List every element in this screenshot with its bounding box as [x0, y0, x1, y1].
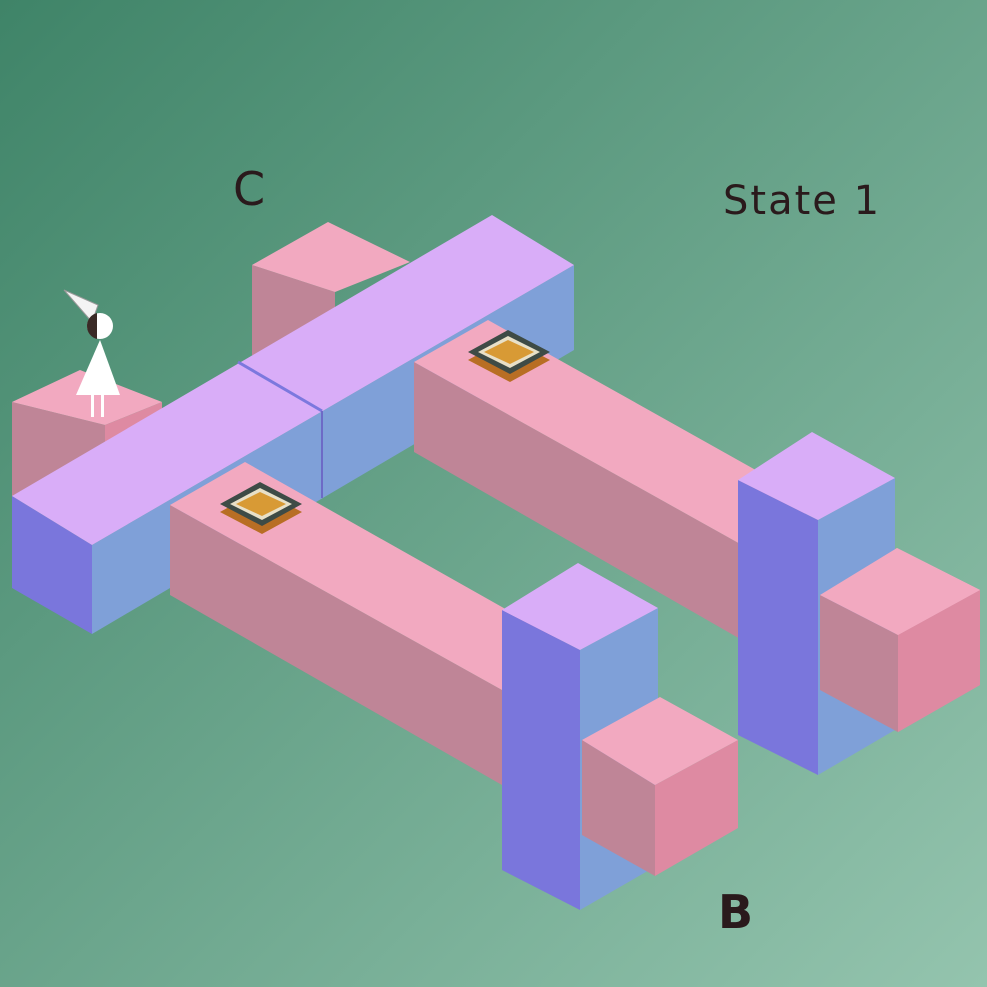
point-b-label: B — [718, 885, 754, 939]
pressure-switch-lower[interactable] — [220, 482, 302, 534]
princess-character[interactable] — [63, 289, 120, 417]
right-pink-cube-front[interactable] — [820, 548, 980, 732]
front-pink-cube[interactable] — [582, 697, 738, 876]
state-label: State 1 — [723, 178, 882, 224]
pressure-switch-upper[interactable] — [468, 330, 550, 382]
point-c-label: C — [233, 162, 266, 216]
